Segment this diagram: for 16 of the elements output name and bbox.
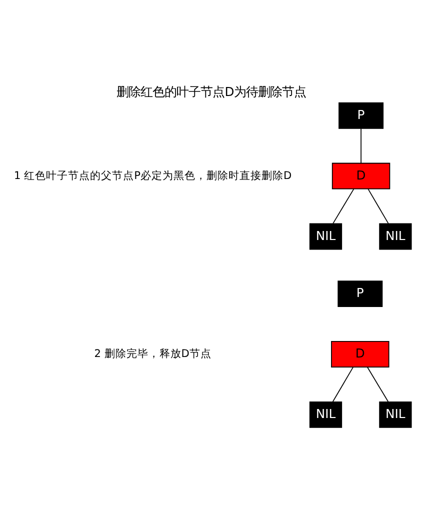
- diagram-title: 删除红色的叶子节点D为待删除节点: [116, 84, 306, 99]
- connector: [367, 366, 389, 402]
- connector: [360, 128, 362, 164]
- node-box: P: [338, 102, 384, 129]
- node-box: D: [332, 162, 390, 190]
- node-box: NIL: [379, 401, 412, 428]
- connector: [332, 188, 354, 224]
- node-box: NIL: [309, 401, 342, 428]
- node-box: NIL: [379, 223, 412, 250]
- node-box: P: [338, 280, 383, 308]
- label: 2 删除完毕，释放D节点: [94, 348, 212, 360]
- label: 1 红色叶子节点的父节点P必定为黑色，删除时直接删除D: [14, 170, 292, 182]
- connector: [332, 366, 354, 402]
- node-box: D: [331, 341, 390, 368]
- connector: [368, 188, 389, 224]
- node-box: NIL: [309, 223, 342, 250]
